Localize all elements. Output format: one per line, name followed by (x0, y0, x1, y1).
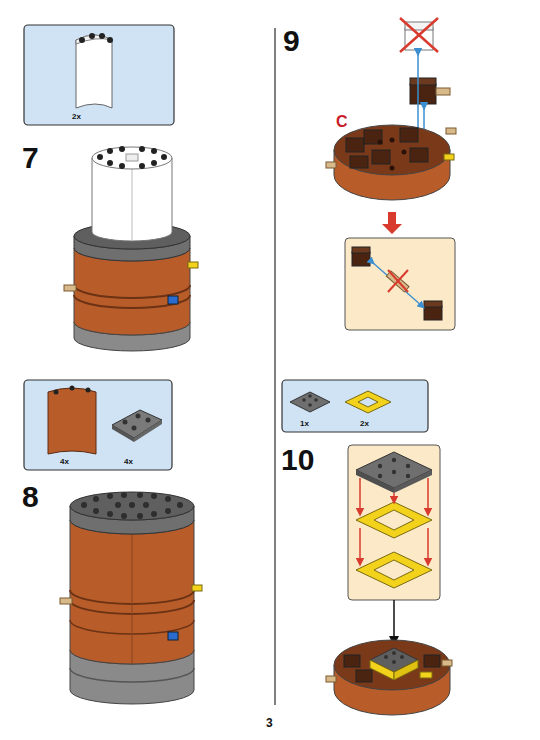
callout-letter: C (336, 114, 348, 130)
step-number: 10 (281, 445, 314, 475)
page-number: 3 (266, 717, 273, 729)
step-number: 8 (22, 482, 39, 512)
step-number: 9 (283, 26, 300, 56)
part-count: 4x (60, 458, 69, 466)
part-count: 4x (124, 458, 133, 466)
step-number: 7 (22, 143, 39, 173)
part-count: 2x (72, 113, 81, 121)
part-count: 2x (360, 420, 369, 428)
part-count: 1x (300, 420, 309, 428)
